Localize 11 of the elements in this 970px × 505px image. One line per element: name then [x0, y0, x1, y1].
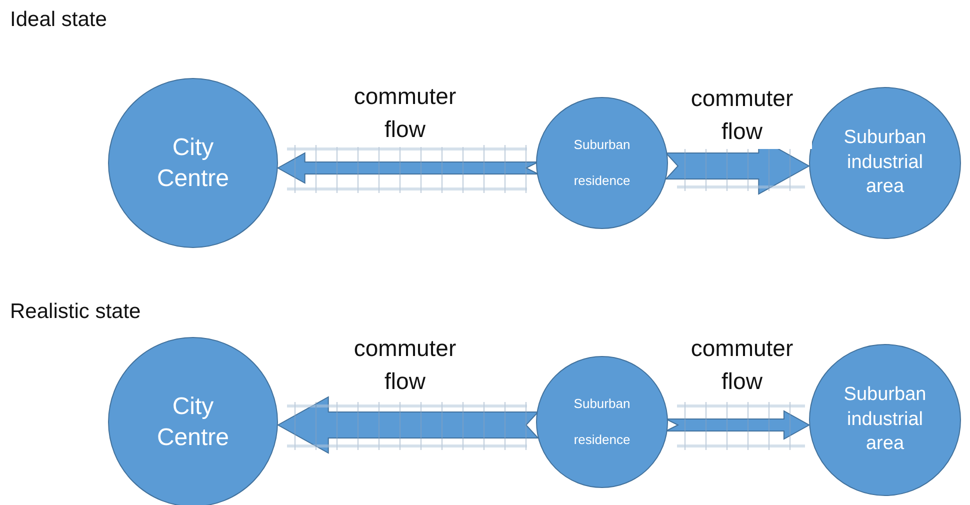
block-arrow: [276, 152, 539, 184]
place-name: Suburban industrial area: [842, 126, 928, 200]
section-heading: Realistic state: [10, 300, 141, 324]
place-name: Suburban residence: [572, 136, 632, 190]
place-name: Suburban industrial area: [842, 382, 928, 456]
block-arrow: [665, 410, 810, 440]
place-name: City Centre: [156, 132, 230, 194]
place-name: City Centre: [156, 392, 230, 453]
section-heading: Ideal state: [10, 8, 107, 32]
place-name: Suburban residence: [572, 394, 632, 449]
block-arrow: [276, 396, 540, 454]
